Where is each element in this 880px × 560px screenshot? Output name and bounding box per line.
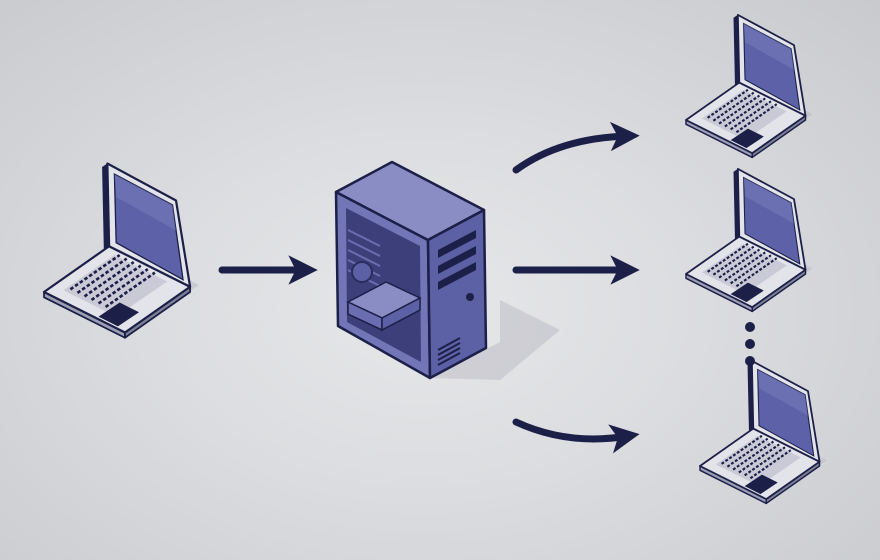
server-tower-icon (334, 160, 560, 380)
client-laptop-n-icon (698, 359, 828, 505)
client-laptop-2-icon (684, 167, 814, 313)
source-laptop-icon (42, 162, 201, 340)
vertical-ellipsis-icon (745, 322, 755, 366)
arrow-server-to-client-n (512, 418, 640, 454)
arrow-server-to-client-1 (512, 121, 640, 174)
client-laptop-1-icon (684, 13, 814, 159)
